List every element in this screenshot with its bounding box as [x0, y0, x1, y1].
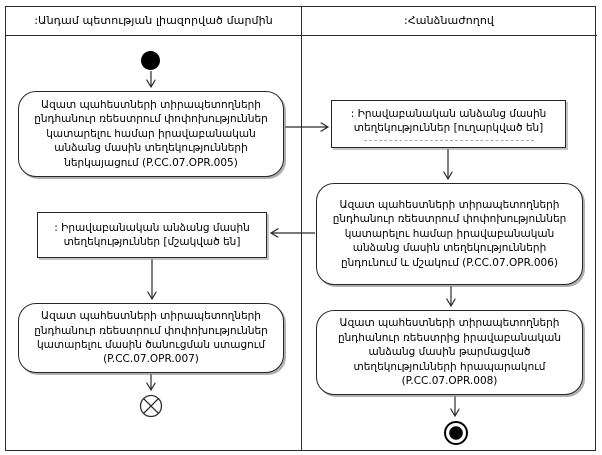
action-opr008: Ազատ պահեստների տիրապետողների ընդհանուր …	[316, 310, 583, 395]
action-opr005-label: Ազատ պահեստների տիրապետողների ընդհանուր …	[34, 98, 268, 169]
diagram-frame	[5, 6, 596, 451]
action-opr006-label: Ազատ պահեստների տիրապետողների ընդհանուր …	[332, 198, 567, 269]
flow-final-node-icon	[139, 394, 163, 418]
object-node-sent-label: : Իրավաբանական անձանց մասին տեղեկություն…	[350, 107, 547, 134]
action-opr005: Ազատ պահեստների տիրապետողների ընդհանուր …	[18, 91, 284, 177]
swimlane-header-commission: :Հանձնաժողով	[404, 14, 494, 27]
object-node-sent-dashes	[363, 140, 534, 142]
action-opr008-label: Ազատ պահեստների տիրապետողների ընդհանուր …	[337, 317, 562, 388]
action-opr007-label: Ազատ պահեստների տիրապետողների ընդհանուր …	[34, 310, 268, 366]
action-opr007: Ազատ պահեստների տիրապետողների ընդհանուր …	[18, 303, 284, 373]
object-node-processed: : Իրավաբանական անձանց մասին տեղեկություն…	[37, 212, 267, 258]
activity-final-node-icon	[444, 421, 468, 445]
initial-node-icon	[141, 51, 160, 70]
object-node-processed-label: : Իրավաբանական անձանց մասին տեղեկություն…	[54, 221, 250, 248]
action-opr006: Ազատ պահեստների տիրապետողների ընդհանուր …	[316, 183, 583, 285]
swimlane-header-member-state-authority: :Անդամ պետության լիազորված մարմին	[34, 14, 273, 27]
swimlane-header-separator	[5, 35, 597, 36]
object-node-sent: : Իրավաբանական անձանց մասին տեղեկություն…	[331, 100, 566, 148]
swimlane-divider	[301, 6, 302, 451]
